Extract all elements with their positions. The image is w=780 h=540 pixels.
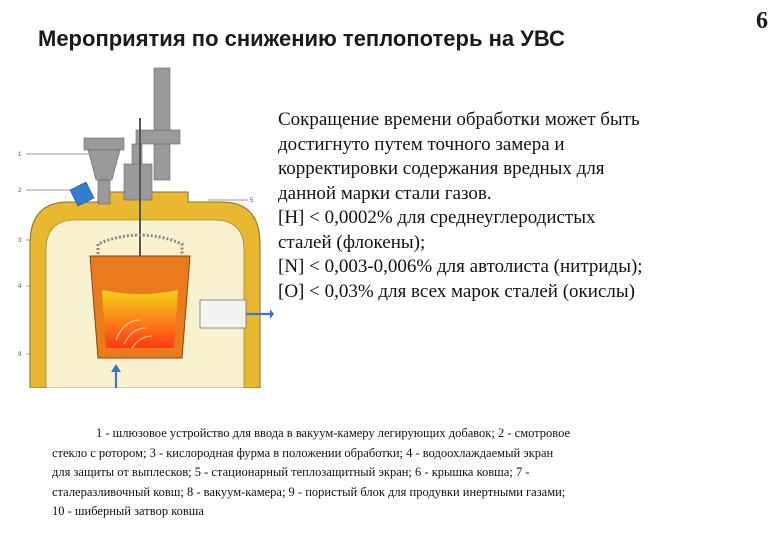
page-number: 6: [756, 8, 768, 34]
content-line: корректировки содержания вредных для: [278, 158, 605, 179]
splash-screen: [96, 233, 184, 258]
vacuum-degasser-diagram: 1 2 3 4 5 6 7 8 9 10: [18, 67, 274, 388]
caption-line: для защиты от выплесков; 5 - стационарны…: [52, 465, 530, 479]
inert-gas-arrow-head-icon: [111, 364, 121, 372]
diagram-label: 3: [18, 238, 22, 244]
diagram-label: 4: [18, 284, 22, 290]
content-line: [N] < 0,003-0,006% для автолиста (нитрид…: [278, 256, 643, 277]
diagram-label: 5: [250, 198, 254, 204]
figure-caption: 1 - шлюзовое устройство для ввода в ваку…: [52, 424, 726, 522]
viewing-glass-icon: [69, 181, 95, 207]
top-equipment: [83, 67, 181, 205]
content-text: Сокращение времени обработки может быть …: [278, 108, 768, 304]
side-port: [199, 299, 247, 329]
diagram-label: 9: [18, 352, 22, 358]
content-line: [О] < 0,03% для всех марок сталей (окисл…: [278, 280, 635, 302]
caption-line: стекло с ротором; 3 - кислородная фурма …: [52, 445, 554, 460]
molten-steel: [102, 290, 178, 348]
caption-line: 1 - шлюзовое устройство для ввода в ваку…: [96, 426, 571, 440]
melt-flow-lines: [115, 319, 153, 349]
diagram-label: 2: [18, 188, 22, 194]
diagram-label: 1: [18, 152, 22, 158]
content-line: данной марки стали газов.: [278, 182, 492, 204]
content-line: Сокращение времени обработки может быть: [278, 109, 640, 130]
caption-line: 10 - шиберный затвор ковша: [52, 504, 204, 518]
content-line: сталей (флокены);: [278, 231, 426, 253]
exhaust-arrow-head-icon: [270, 309, 274, 319]
caption-line: сталеразливочный ковш; 8 - вакуум-камера…: [52, 484, 566, 499]
content-line: достигнуто путем точного замера и: [278, 133, 565, 155]
content-line: [Н] < 0,0002% для среднеуглеродистых: [278, 207, 596, 228]
slide-title: Мероприятия по снижению теплопотерь на У…: [38, 26, 565, 51]
